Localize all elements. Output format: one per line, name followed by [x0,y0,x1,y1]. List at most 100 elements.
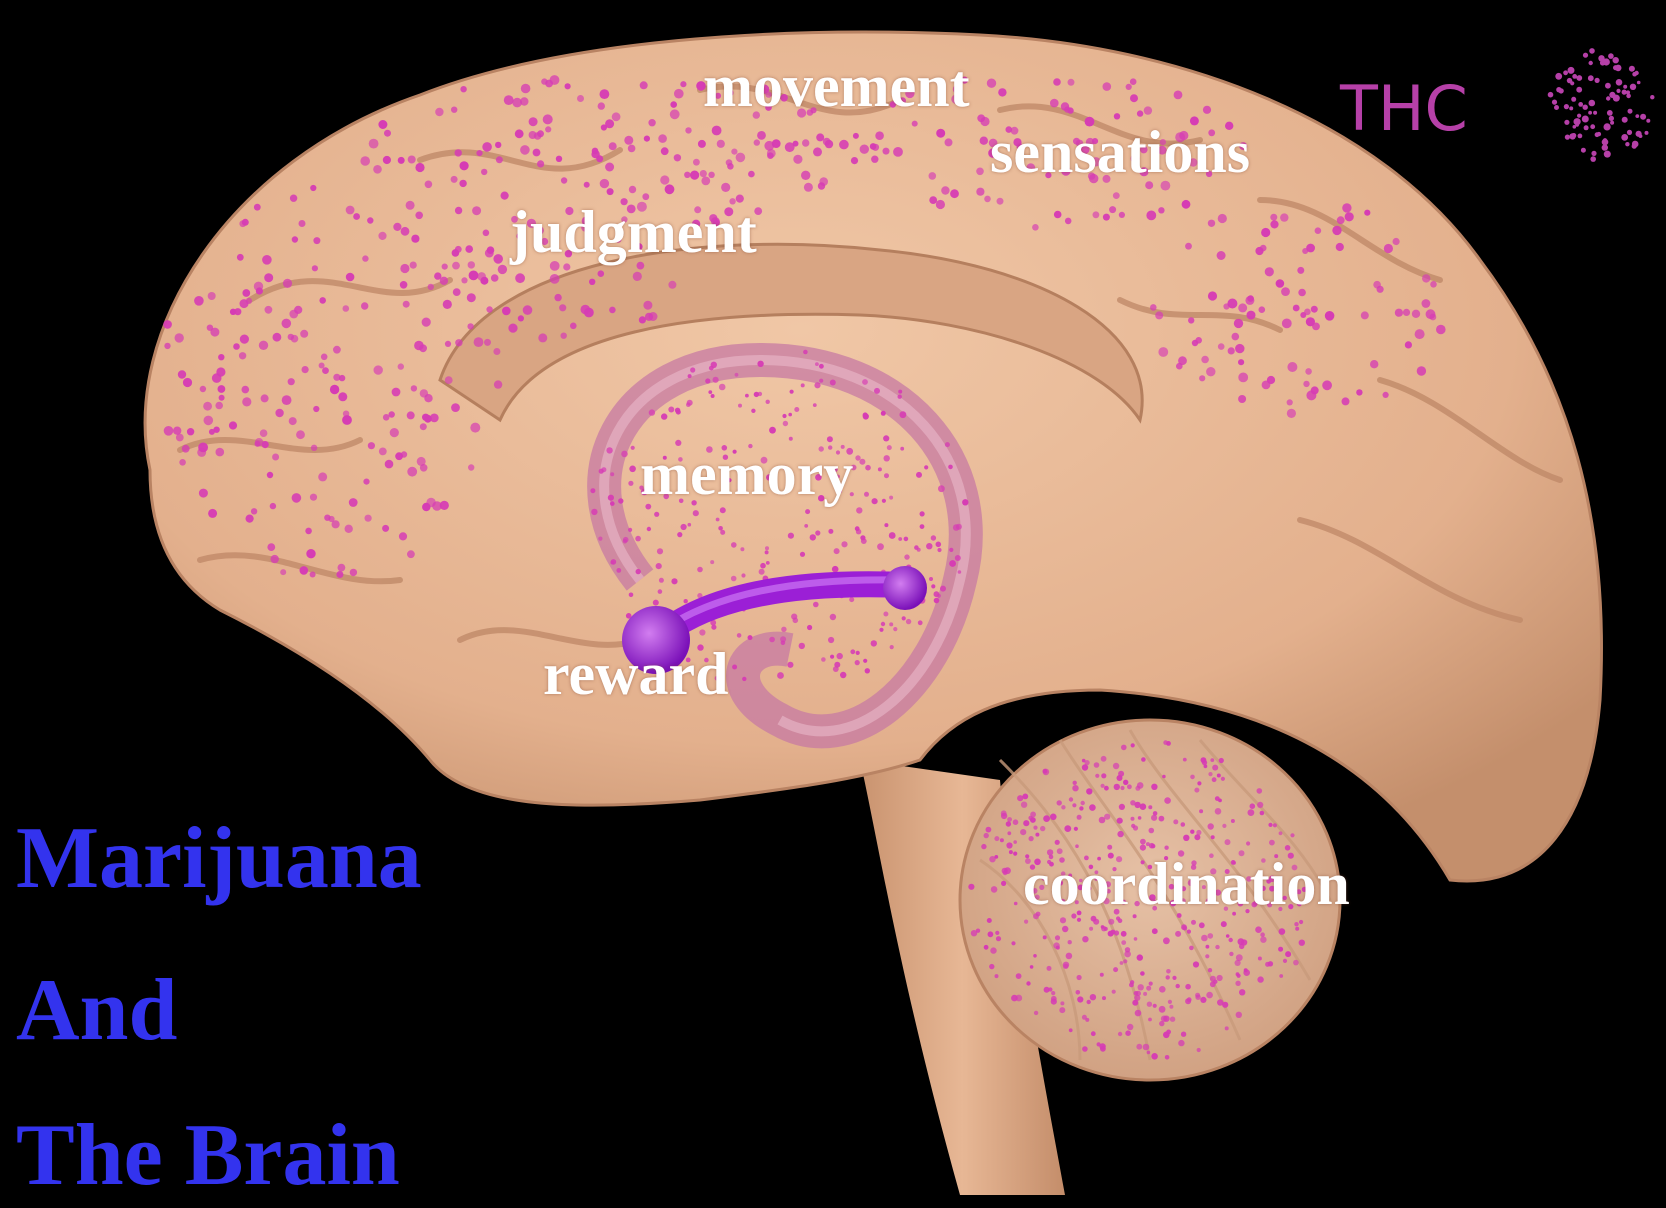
receptor-dot [443,300,452,309]
receptor-dot [1033,826,1037,830]
receptor-dot [537,160,544,167]
receptor-dot [926,543,932,549]
receptor-dot [1127,784,1132,789]
receptor-dot [871,640,877,646]
thc-molecule-dot [1639,134,1643,138]
receptor-dot [310,185,316,191]
receptor-dot [807,625,812,630]
receptor-dot [1217,975,1223,981]
receptor-dot [988,931,994,937]
receptor-dot [736,153,746,163]
receptor-dot [350,569,357,576]
thc-molecule-dot [1556,87,1561,92]
receptor-dot [889,622,893,626]
receptor-dot [889,496,893,500]
receptor-dot [1194,788,1199,793]
receptor-dot [1208,291,1217,300]
receptor-dot [1342,203,1351,212]
receptor-dot [671,578,677,584]
receptor-dot [624,136,633,145]
thc-molecule-dot [1548,92,1554,98]
receptor-dot [1001,810,1007,816]
receptor-dot [1077,815,1082,820]
receptor-dot [1134,937,1138,941]
receptor-dot [916,472,922,478]
receptor-dot [1113,192,1120,199]
thc-molecule-dot [1622,90,1627,95]
receptor-dot [581,305,591,315]
receptor-dot [230,309,236,315]
receptor-dot [1140,971,1145,976]
receptor-dot [483,230,490,237]
thc-molecule-dot [1555,73,1562,80]
receptor-dot [616,568,621,573]
receptor-dot [1121,940,1126,945]
receptor-dot [1181,1032,1186,1037]
receptor-dot [684,599,688,603]
receptor-dot [1146,211,1156,221]
receptor-dot [995,931,999,935]
receptor-dot [1279,831,1283,835]
receptor-dot [1187,997,1192,1002]
receptor-dot [508,324,517,333]
receptor-dot [262,255,272,265]
receptor-dot [246,515,254,523]
thc-molecule-dot [1635,114,1639,118]
receptor-dot [1087,1000,1091,1004]
receptor-dot [790,390,794,394]
receptor-dot [445,341,451,347]
receptor-dot [887,445,892,450]
receptor-dot [633,272,642,281]
receptor-dot [813,147,822,156]
receptor-dot [1108,919,1114,925]
receptor-dot [898,395,902,399]
receptor-dot [1185,984,1191,990]
receptor-dot [389,411,395,417]
receptor-dot [863,659,867,663]
receptor-dot [1356,389,1362,395]
receptor-dot [520,145,530,155]
receptor-dot [322,367,329,374]
receptor-dot [1260,245,1267,252]
receptor-dot [754,392,759,397]
receptor-dot [1384,244,1393,253]
receptor-dot [1218,343,1225,350]
receptor-dot [378,232,386,240]
receptor-dot [1295,927,1299,931]
receptor-dot [1149,828,1155,834]
receptor-dot [1270,220,1278,228]
receptor-dot [788,413,792,417]
receptor-dot [819,364,824,369]
receptor-dot [420,423,427,430]
receptor-dot [1210,758,1214,762]
receptor-dot [1215,808,1222,815]
receptor-dot [898,390,902,394]
receptor-dot [1158,347,1168,357]
receptor-dot [814,382,820,388]
receptor-dot [856,651,860,655]
receptor-dot [610,501,615,506]
receptor-dot [1076,990,1081,995]
receptor-dot [731,542,737,548]
receptor-dot [693,159,700,166]
receptor-dot [1248,809,1255,816]
receptor-dot [780,636,786,642]
receptor-dot [738,404,742,408]
thc-molecule-dot [1605,83,1611,89]
receptor-dot [494,380,502,388]
receptor-dot [1201,935,1208,942]
receptor-dot [849,597,854,602]
receptor-dot [1229,952,1233,956]
receptor-dot [313,406,319,412]
receptor-dot [941,186,949,194]
receptor-dot [435,108,443,116]
receptor-dot [1195,993,1200,998]
receptor-dot [1151,1053,1158,1060]
receptor-dot [782,414,786,418]
receptor-dot [1112,990,1116,994]
receptor-dot [1212,777,1217,782]
receptor-dot [1257,788,1263,794]
receptor-dot [415,163,424,172]
receptor-dot [292,493,302,503]
receptor-dot [1215,945,1219,949]
